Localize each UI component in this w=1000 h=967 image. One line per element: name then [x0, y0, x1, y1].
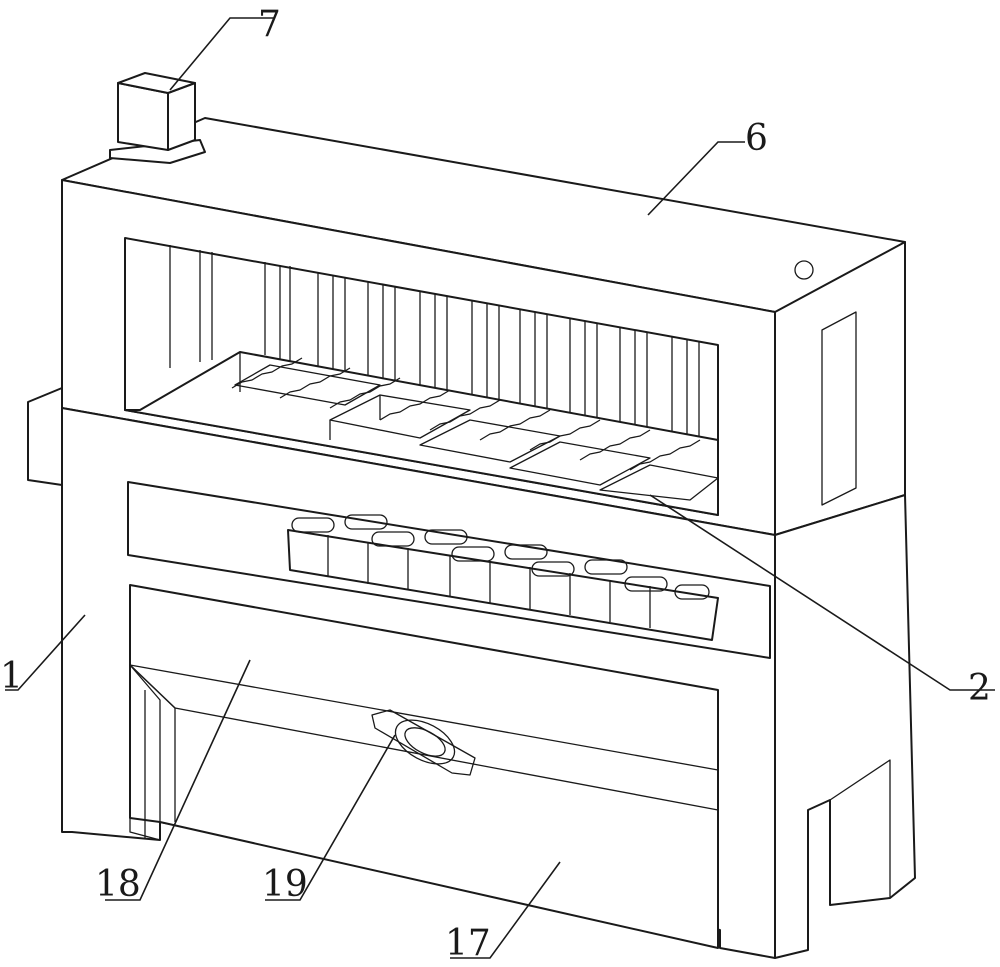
- motor: [109, 72, 206, 164]
- label-frame: 1: [0, 656, 23, 697]
- conveyor: [124, 351, 719, 516]
- label-top-housing: 6: [745, 118, 768, 159]
- label-vent-fan: 19: [262, 864, 308, 905]
- label-hopper: 18: [95, 864, 141, 905]
- hopper: [129, 664, 719, 822]
- cup-rail: [287, 514, 719, 641]
- leader-lines: [5, 17, 995, 959]
- label-collection-box: 17: [445, 923, 491, 964]
- label-conveyor: 2: [968, 668, 991, 709]
- vent-fan: [371, 709, 476, 776]
- vertical-rods: [169, 245, 700, 442]
- label-motor: 7: [258, 4, 281, 45]
- frame: [27, 387, 916, 959]
